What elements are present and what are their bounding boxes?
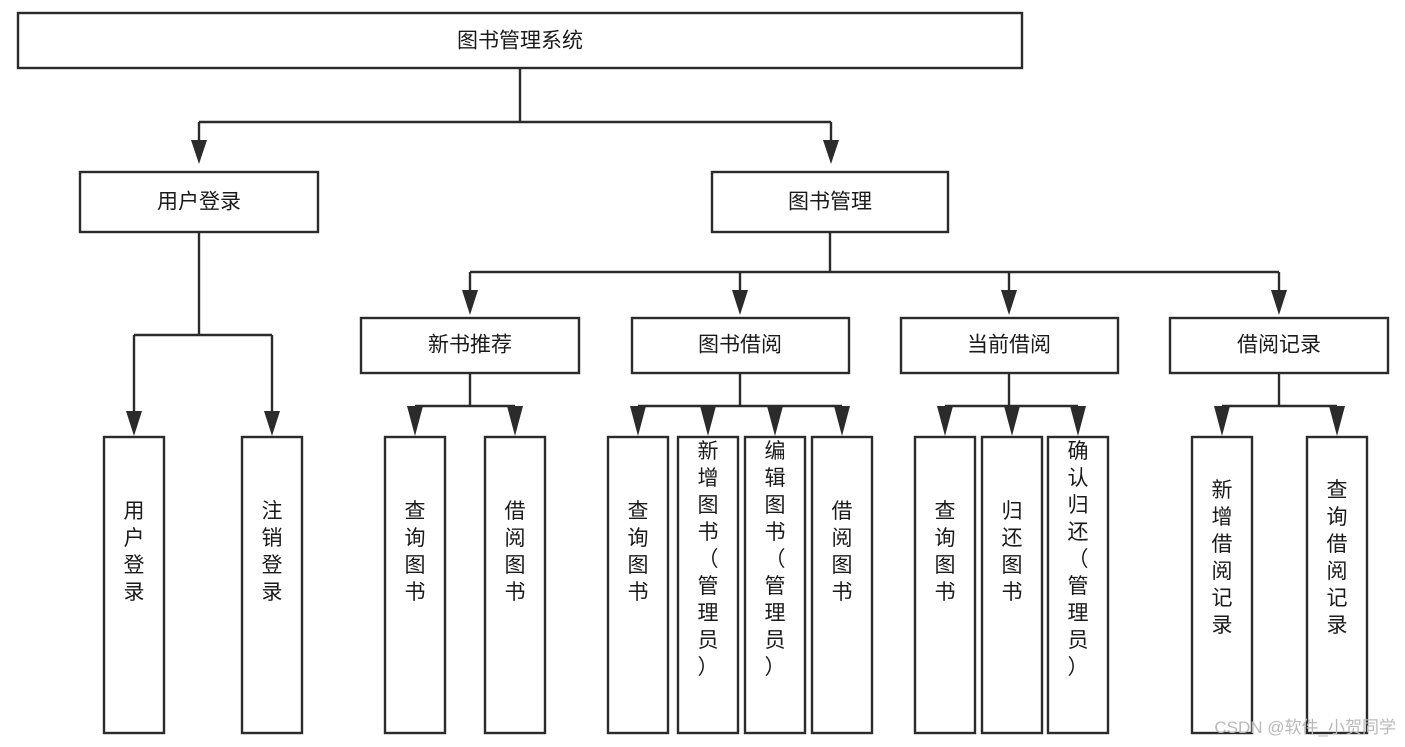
arrow-head-leaf-user-login [126,411,142,436]
leaf-return-book[interactable]: 归还图书 [980,435,1044,735]
leaf-query-book-2-label: 查询图书 [628,500,649,604]
leaf-query-book-1[interactable]: 查询图书 [383,435,447,735]
connector-group-book-borrow [630,373,850,436]
leaf-borrow-book-1[interactable]: 借阅图书 [483,435,547,735]
arrow-head-borrow-record [1271,290,1287,315]
leaf-add-book-label: 新增图书（管理员） [698,440,719,679]
node-book-manage-box[interactable] [710,170,950,234]
leaf-confirm-return[interactable]: 确认归还（管理员） [1046,435,1110,735]
arrow-head-leaf-borrow-book-2 [834,406,850,436]
arrow-head-leaf-query-book-3 [937,406,953,436]
arrow-head-new-book-recommend [462,290,478,315]
leaf-borrow-book-1-label: 借阅图书 [505,500,526,604]
leaf-user-logout[interactable]: 注销登录 [240,435,304,735]
arrow-head-current-borrow [1001,290,1017,315]
connector-group-current-borrow [937,373,1086,436]
node-current-borrow-label: 当前借阅 [967,334,1051,357]
leaf-user-login-label: 用户登录 [124,500,145,604]
leaf-borrow-book-2-label: 借阅图书 [832,500,853,604]
leaf-query-book-2-box[interactable] [606,435,670,735]
leaf-borrow-book-1-box[interactable] [483,435,547,735]
arrow-head-leaf-edit-book [767,406,783,436]
leaf-query-record-box[interactable] [1305,435,1369,735]
node-book-borrow-label: 图书借阅 [698,334,782,357]
leaf-add-book[interactable]: 新增图书（管理员） [676,435,740,735]
connector-group-new-book-recommend [407,373,523,436]
leaf-user-login-box[interactable] [102,435,166,735]
node-book-borrow[interactable]: 图书借阅 [630,316,851,375]
node-borrow-record-label: 借阅记录 [1237,334,1321,357]
leaf-confirm-return-label: 确认归还（管理员） [1068,440,1089,679]
leaf-return-book-label: 归还图书 [1002,500,1023,604]
node-new-book-recommend[interactable]: 新书推荐 [359,316,581,375]
arrow-head-leaf-add-record [1214,406,1230,436]
leaf-add-record[interactable]: 新增借阅记录 [1190,435,1254,735]
node-user-login[interactable]: 用户登录 [78,170,320,234]
leaf-query-book-1-box[interactable] [383,435,447,735]
arrow-head-leaf-query-book-2 [630,406,646,436]
node-current-borrow[interactable]: 当前借阅 [899,316,1120,375]
arrow-head-leaf-user-logout [264,411,280,436]
leaf-add-record-label: 新增借阅记录 [1212,479,1233,637]
leaf-user-login[interactable]: 用户登录 [102,435,166,735]
node-root[interactable]: 图书管理系统 [16,11,1024,70]
node-book-borrow-box[interactable] [630,316,851,375]
arrow-head-leaf-borrow-book-1 [507,406,523,436]
leaf-return-book-box[interactable] [980,435,1044,735]
arrow-head-leaf-confirm-return [1070,406,1086,436]
leaf-borrow-book-2[interactable]: 借阅图书 [810,435,874,735]
leaf-query-book-3-box[interactable] [913,435,977,735]
leaf-edit-book-label: 编辑图书（管理员） [765,440,786,679]
leaf-edit-book-box[interactable] [743,435,807,735]
connector-group-user-login [126,232,280,436]
leaf-user-logout-box[interactable] [240,435,304,735]
watermark-label: CSDN @软件_小贺同学 [1214,718,1396,737]
leaf-query-book-3-label: 查询图书 [935,500,956,604]
node-root-label: 图书管理系统 [457,30,583,53]
leaf-edit-book[interactable]: 编辑图书（管理员） [743,435,807,735]
arrow-head-leaf-query-record [1329,406,1345,436]
leaf-add-record-box[interactable] [1190,435,1254,735]
leaf-query-book-1-label: 查询图书 [405,500,426,604]
connector-group-book-manage [462,232,1287,315]
node-new-book-recommend-box[interactable] [359,316,581,375]
leaf-query-record-label: 查询借阅记录 [1327,479,1348,637]
leaf-user-logout-label: 注销登录 [262,500,283,604]
leaf-query-record[interactable]: 查询借阅记录 [1305,435,1369,735]
arrow-head-leaf-return-book [1004,406,1020,436]
arrow-head-book-borrow [732,290,748,315]
arrow-head-book-manage [823,140,839,164]
leaf-confirm-return-box[interactable] [1046,435,1110,735]
node-root-box[interactable] [16,11,1024,70]
arrow-head-user-login [191,140,207,164]
arrow-head-leaf-add-book [700,406,716,436]
node-borrow-record[interactable]: 借阅记录 [1168,316,1390,375]
arrow-head-leaf-query-book-1 [407,406,423,436]
node-book-manage[interactable]: 图书管理 [710,170,950,234]
node-book-manage-label: 图书管理 [788,191,872,214]
leaf-query-book-2[interactable]: 查询图书 [606,435,670,735]
node-borrow-record-box[interactable] [1168,316,1390,375]
node-new-book-recommend-label: 新书推荐 [428,334,512,357]
leaf-borrow-book-2-box[interactable] [810,435,874,735]
node-current-borrow-box[interactable] [899,316,1120,375]
connector-group-borrow-record [1214,373,1345,436]
connector-group-root [191,68,839,164]
leaf-query-book-3[interactable]: 查询图书 [913,435,977,735]
leaf-add-book-box[interactable] [676,435,740,735]
node-user-login-label: 用户登录 [157,191,241,214]
